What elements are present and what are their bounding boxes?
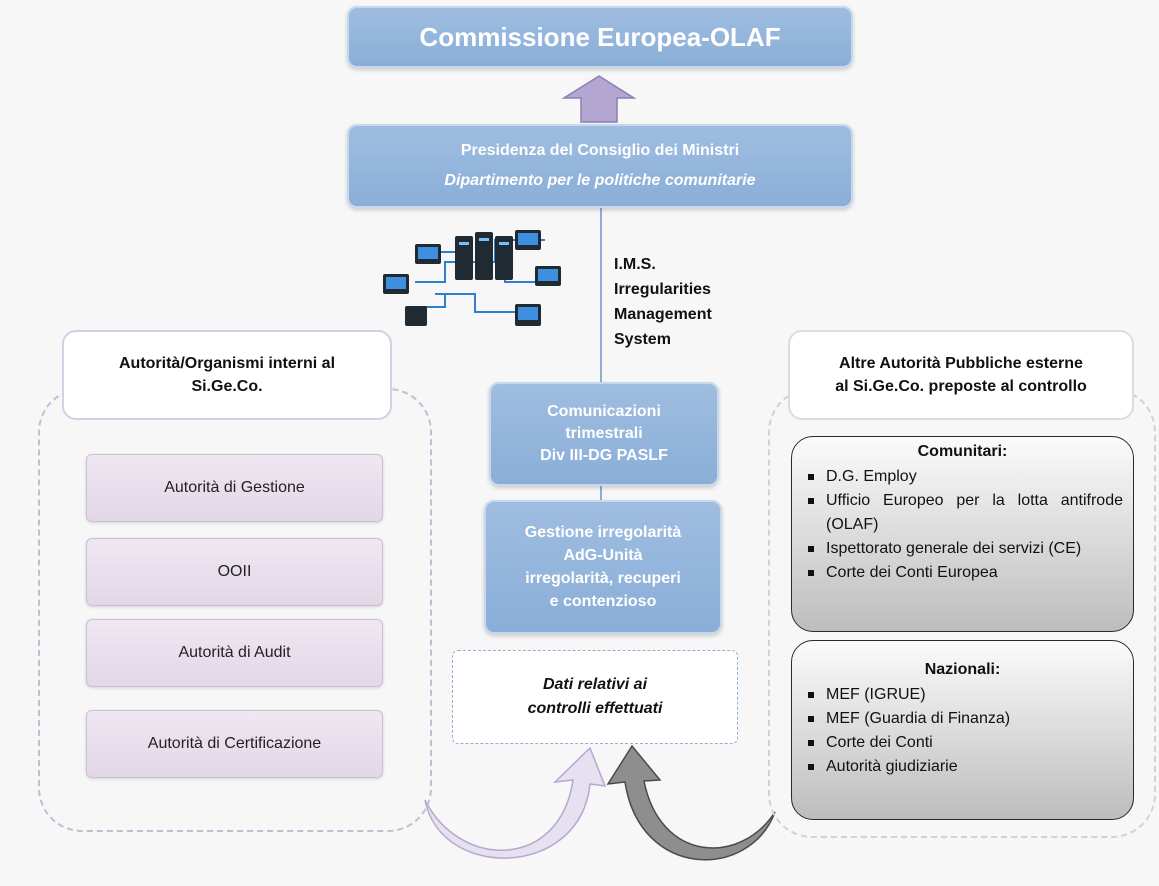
nazionali-title: Nazionali: (924, 661, 1001, 678)
ims-line: System (614, 331, 671, 348)
gestione-line: AdG-Unità (563, 547, 643, 564)
presidenza-box: Presidenza del Consiglio dei Ministri Di… (347, 124, 853, 208)
network-servers-icon (383, 230, 561, 326)
gestione-line: e contenzioso (549, 593, 657, 610)
autorita-certificazione-item: Autorità di Certificazione (86, 710, 383, 778)
presidenza-line2: Dipartimento per le politiche comunitari… (444, 172, 756, 189)
gestione-line: Gestione irregolarità (524, 524, 682, 541)
gestione-irregolarita-box: Gestione irregolarità AdG-Unità irregola… (484, 500, 722, 634)
item-label: OOII (217, 563, 252, 580)
comunitari-title: Comunitari: (917, 443, 1008, 460)
nazionali-box: Nazionali: MEF (IGRUE) MEF (Guardia di F… (791, 640, 1134, 820)
comunicazioni-line: Div III-DG PASLF (540, 447, 668, 464)
comunicazioni-line: Comunicazioni (547, 403, 661, 420)
commissione-olaf-box: Commissione Europea-OLAF (347, 6, 853, 68)
dati-controlli-box: Dati relativi ai controlli effettuati (452, 650, 738, 744)
ims-line: I.M.S. (614, 256, 656, 273)
left-header-line: Si.Ge.Co. (191, 378, 263, 395)
autorita-gestione-item: Autorità di Gestione (86, 454, 383, 522)
autorita-audit-item: Autorità di Audit (86, 619, 383, 687)
list-item: MEF (Guardia di Finanza) (808, 707, 1123, 731)
list-item: Corte dei Conti (808, 731, 1123, 755)
right-header-line: al Si.Ge.Co. preposte al controllo (835, 378, 1087, 395)
list-item: MEF (IGRUE) (808, 683, 1123, 707)
item-label: Autorità di Audit (178, 644, 291, 661)
ims-line: Irregularities (614, 281, 711, 298)
list-item: D.G. Employ (808, 465, 1123, 489)
left-header-box: Autorità/Organismi interni al Si.Ge.Co. (62, 330, 392, 420)
curved-arrow-icon (424, 744, 776, 861)
nazionali-list: MEF (IGRUE) MEF (Guardia di Finanza) Cor… (792, 683, 1133, 779)
comunitari-box: Comunitari: D.G. Employ Ufficio Europeo … (791, 436, 1134, 632)
left-header-line: Autorità/Organismi interni al (118, 354, 336, 372)
right-header-box: Altre Autorità Pubbliche esterne al Si.G… (788, 330, 1134, 420)
ims-label: I.M.S. Irregularities Management System (614, 252, 774, 352)
dati-line: Dati relativi ai (542, 676, 648, 693)
list-item: Ufficio Europeo per la lotta antifrode (… (808, 489, 1123, 537)
list-item: Autorità giudiziarie (808, 755, 1123, 779)
comunitari-list: D.G. Employ Ufficio Europeo per la lotta… (792, 465, 1133, 585)
comunicazioni-box: Comunicazioni trimestrali Div III-DG PAS… (489, 382, 719, 486)
list-item: Corte dei Conti Europea (808, 561, 1123, 585)
ims-line: Management (614, 306, 712, 323)
presidenza-line1: Presidenza del Consiglio dei Ministri (460, 141, 740, 159)
up-arrow-icon (561, 75, 637, 123)
comunicazioni-line: trimestrali (565, 425, 643, 442)
item-label: Autorità di Certificazione (147, 735, 322, 752)
commissione-olaf-title: Commissione Europea-OLAF (419, 21, 781, 52)
list-item: Ispettorato generale dei servizi (CE) (808, 537, 1123, 561)
dati-line: controlli effettuati (527, 700, 663, 717)
right-header-line: Altre Autorità Pubbliche esterne (839, 354, 1083, 372)
ooii-item: OOII (86, 538, 383, 606)
item-label: Autorità di Gestione (164, 479, 305, 496)
gestione-line: irregolarità, recuperi (525, 570, 681, 587)
